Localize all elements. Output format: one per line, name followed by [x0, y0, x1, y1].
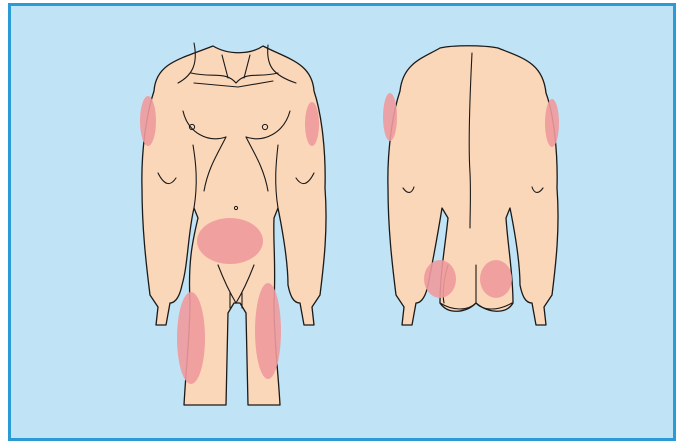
back-body-silhouette	[388, 46, 558, 325]
injection-site-front-left-thigh	[177, 292, 205, 384]
injection-site-abdomen	[197, 218, 263, 264]
back-view	[383, 46, 559, 325]
injection-site-front-right-thigh	[255, 283, 281, 379]
injection-site-back-left-buttock	[424, 260, 456, 298]
injection-site-front-left-upper-arm	[140, 96, 156, 146]
diagram-frame	[8, 3, 676, 441]
injection-site-back-right-buttock	[480, 260, 512, 298]
injection-site-back-right-upper-arm	[545, 99, 559, 147]
injection-site-front-right-upper-arm	[305, 102, 319, 146]
background-panel	[10, 5, 675, 440]
diagram-canvas	[8, 3, 676, 441]
injection-site-back-left-upper-arm	[383, 93, 397, 141]
